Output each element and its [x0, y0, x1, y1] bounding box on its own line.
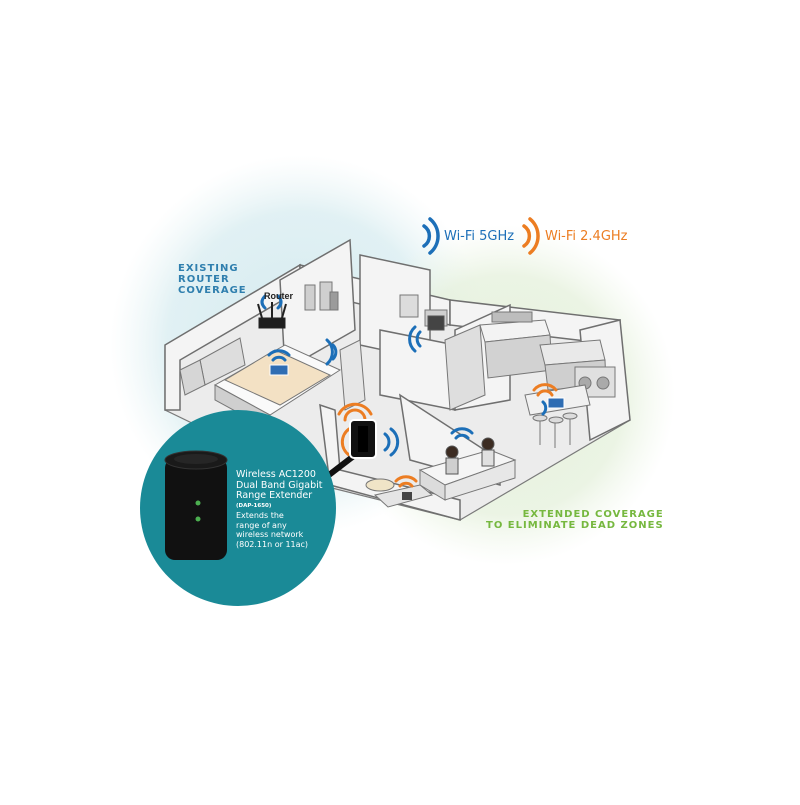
extender-device [164, 450, 228, 560]
house-walls [164, 238, 631, 521]
wifi-5ghz-icon [422, 217, 440, 255]
nightstand [179, 359, 206, 396]
extender-desc-line2: range of any [236, 520, 287, 530]
existing-coverage-line3: COVERAGE [178, 285, 247, 296]
tablet-device [269, 364, 289, 376]
extended-coverage-line2: TO ELIMINATE DEAD ZONES [486, 520, 664, 531]
phone-device [402, 492, 412, 500]
tv [427, 315, 445, 331]
extended-coverage-label: EXTENDED COVERAGE TO ELIMINATE DEAD ZONE… [486, 509, 664, 531]
extender-desc-line3: wireless network [236, 530, 304, 539]
closet [304, 281, 339, 311]
legend-wifi-24ghz: Wi-Fi 2.4GHz [545, 229, 628, 244]
extender-desc-line1: Extends the [236, 511, 284, 520]
wifi-24ghz-icon [522, 217, 540, 255]
people [445, 437, 495, 475]
extender-title: Wireless AC1200 Dual Band Gigabit Range … [236, 469, 323, 510]
extender-callout-lens [323, 419, 377, 481]
existing-coverage-label: EXISTING ROUTER COVERAGE [178, 263, 247, 296]
bed [199, 337, 342, 431]
bathroom [339, 294, 448, 411]
extender-model: (DAP-1650) [236, 502, 272, 509]
extender-title-line3: Range Extender [236, 490, 313, 501]
extender-desc-line4: (802.11n or 11ac) [236, 539, 309, 549]
kitchen [444, 311, 616, 411]
router-device [257, 302, 287, 329]
extender-description: Extends the range of any wireless networ… [236, 511, 308, 549]
extended-coverage-line1: EXTENDED COVERAGE [522, 509, 664, 520]
extender-title-line2: Dual Band Gigabit [236, 479, 323, 491]
existing-coverage-line1: EXISTING [178, 263, 239, 274]
laptop-device [547, 397, 565, 409]
router-label: Router [264, 291, 293, 301]
extender-title-line1: Wireless AC1200 [236, 469, 316, 480]
wifi-5ghz-signals [260, 294, 548, 457]
legend-wifi-5ghz: Wi-Fi 5GHz [444, 229, 515, 244]
existing-coverage-line2: ROUTER [178, 274, 230, 285]
